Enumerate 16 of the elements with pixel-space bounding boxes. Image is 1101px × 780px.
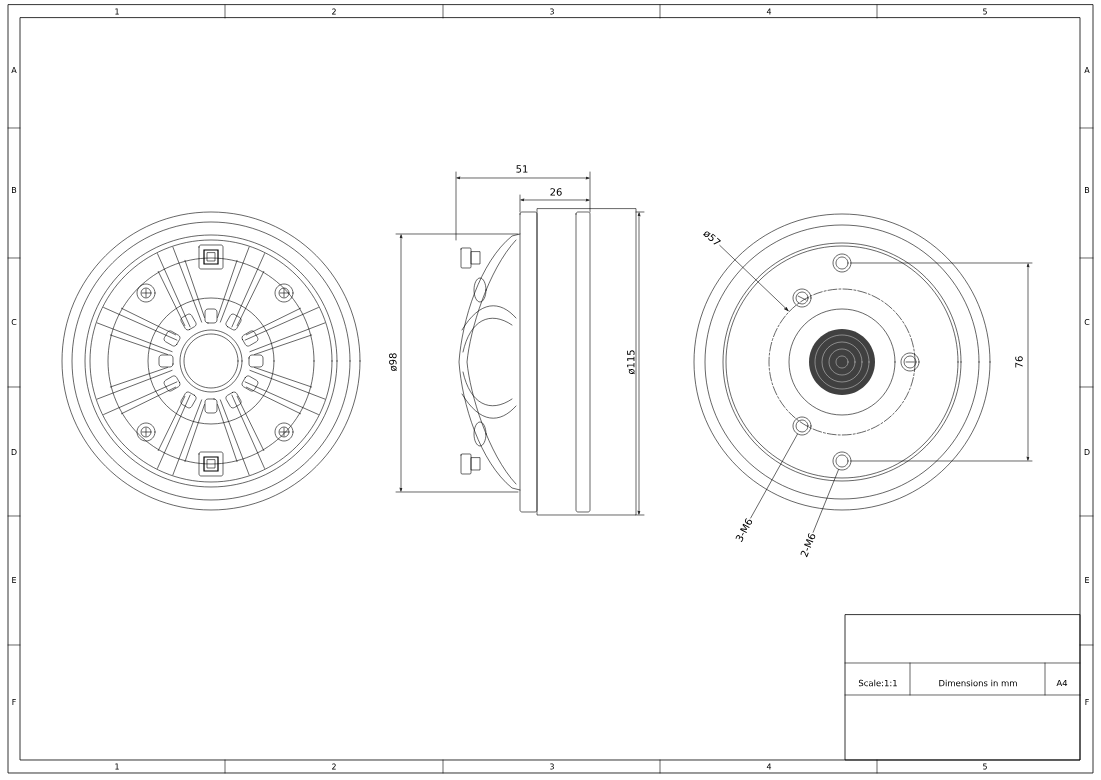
table-cell: Scale:1:1 (858, 679, 897, 687)
mounting-hole (792, 416, 812, 436)
dimension-label: ø57 (702, 231, 721, 245)
leader-line (812, 469, 839, 533)
mounting-hole (832, 451, 852, 471)
dimension-label: 76 (1015, 356, 1023, 368)
dimension-label: 26 (550, 188, 562, 196)
bolt-circle (768, 288, 916, 436)
dimension-label: ø98 (389, 353, 397, 372)
leader-line (719, 245, 789, 311)
dimension-label: ø115 (627, 350, 635, 375)
table-cell: Dimensions in mm (939, 679, 1017, 687)
table-cell: A4 (1056, 679, 1068, 687)
thread-label: 2-M6 (800, 533, 816, 558)
dimension-label: 51 (516, 165, 528, 173)
leader-line (750, 433, 798, 519)
